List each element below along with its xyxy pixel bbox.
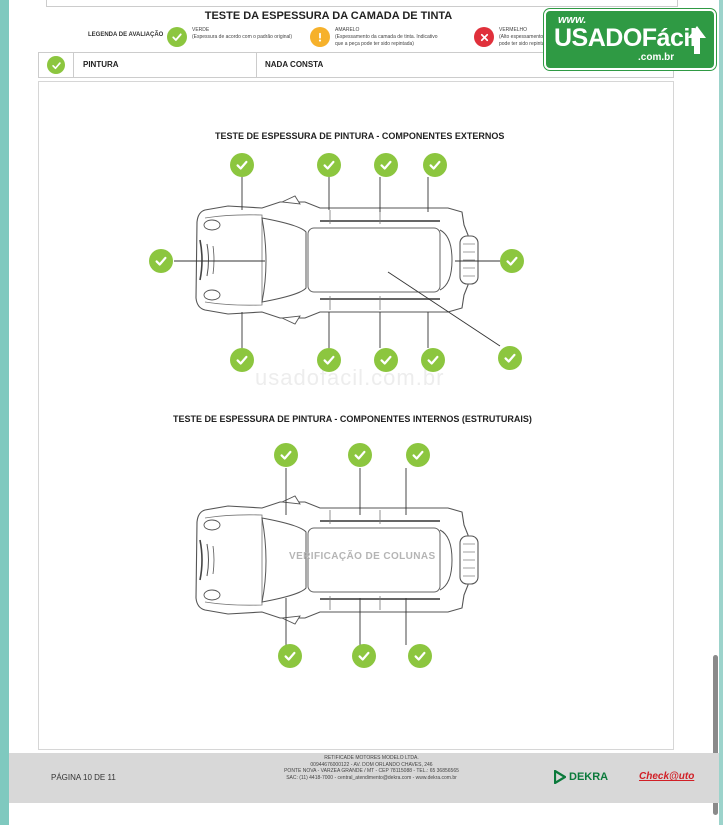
check-icon [500, 249, 524, 273]
columns-overlay-label: VERIFICAÇÃO DE COLUNAS [289, 551, 436, 562]
check-icon [374, 348, 398, 372]
page-footer: PÁGINA 10 DE 11 RETIFICADE MOTORES MODEL… [9, 753, 719, 803]
company-line: RETIFICADE MOTORES MODELO LTDA. [324, 755, 419, 761]
company-info: RETIFICADE MOTORES MODELO LTDA. 00944676… [239, 755, 504, 781]
inspection-content-box [38, 81, 674, 750]
page-number: PÁGINA 10 DE 11 [51, 773, 116, 782]
watermark: usadofacil.com.br [255, 365, 445, 390]
legend-desc-green: (Espessura de acordo com o padrão origin… [192, 34, 293, 40]
check-icon [149, 249, 173, 273]
legend-text-yellow: AMARELO (Espessamento da camada de tinta… [335, 27, 447, 48]
legend-text-green: VERDE (Espessura de acordo com o padrão … [192, 27, 304, 41]
usadofacil-logo: www. USADOFácil .com.br [544, 9, 716, 70]
check-icon [374, 153, 398, 177]
leader-lines-internal [285, 468, 407, 645]
legend-item-yellow: AMARELO (Espessamento da camada de tinta… [310, 27, 447, 48]
leader-lines-external [174, 177, 501, 348]
check-icon [278, 644, 302, 668]
legend-desc-yellow: (Espessamento da camada de tinta. Indica… [335, 34, 438, 47]
left-accent-bar [0, 0, 9, 825]
legend-label: LEGENDA DE AVALIAÇÃO [88, 32, 164, 38]
legend-title: TESTE DA ESPESSURA DA CAMADA DE TINTA [204, 10, 453, 22]
check-icon [167, 27, 187, 47]
pintura-status-cell [39, 53, 74, 77]
right-accent-bar [719, 0, 723, 825]
logo-wordmark: USADOFácil [554, 24, 697, 52]
logo-www: www. [558, 14, 587, 26]
check-icon [423, 153, 447, 177]
check-icon [406, 443, 430, 467]
logo-domain: .com.br [638, 52, 675, 63]
checkauto-logo: Check@uto [639, 771, 695, 782]
company-line: 00944676000122 - AV. DOM ORLANDO CHAVES,… [310, 761, 433, 768]
arrow-up-icon [688, 26, 706, 54]
check-icon [274, 443, 298, 467]
check-icon [348, 443, 372, 467]
check-icon [421, 348, 445, 372]
check-icon [230, 153, 254, 177]
legend-name-green: VERDE [192, 27, 210, 33]
check-icon [47, 56, 65, 74]
dekra-triangle-icon [554, 770, 566, 784]
previous-table-fragment [46, 0, 678, 7]
check-icon [408, 644, 432, 668]
check-icon [317, 348, 341, 372]
pintura-value: NADA CONSTA [256, 53, 323, 77]
section-title-internal: TESTE DE ESPESSURA DE PINTURA - COMPONEN… [173, 414, 532, 424]
dekra-logo: DEKRA [554, 770, 608, 784]
scrollbar-thumb[interactable] [713, 655, 718, 815]
section-title-external: TESTE DE ESPESSURA DE PINTURA - COMPONEN… [215, 131, 505, 141]
car-diagram-external [195, 195, 479, 325]
company-line: PONTE NOVA - VARZEA GRANDE / MT - CEP 78… [284, 768, 459, 774]
check-icon [352, 644, 376, 668]
legend-item-green: VERDE (Espessura de acordo com o padrão … [167, 27, 304, 47]
check-icon [498, 346, 522, 370]
legend-name-yellow: AMARELO [335, 27, 360, 33]
x-icon [474, 27, 494, 47]
company-line: SAC: (11) 4418-7000 - central_atendiment… [286, 774, 457, 781]
check-icon [230, 348, 254, 372]
dekra-wordmark: DEKRA [569, 771, 609, 783]
exclamation-icon [310, 27, 330, 47]
legend-name-red: VERMELHO [499, 27, 528, 33]
check-icon [317, 153, 341, 177]
pintura-label: PINTURA [83, 60, 119, 69]
